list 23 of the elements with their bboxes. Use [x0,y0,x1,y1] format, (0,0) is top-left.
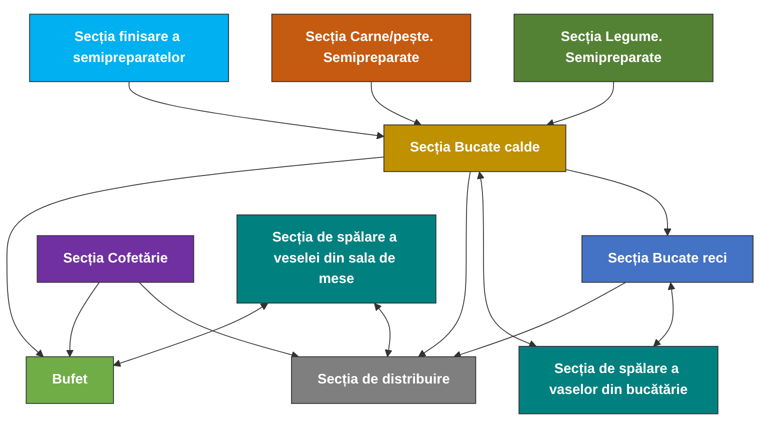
arrow [128,81,384,140]
arrow [565,169,672,236]
arrow [6,156,384,358]
node-box: Secția de spălare a veselei din sala de mese [236,214,436,304]
node-box: Secția Legume. Semipreparate [514,14,714,82]
arrow [66,282,100,358]
node-box: Bufet [26,356,114,404]
arrow [454,282,626,358]
node-box: Secția Cofetărie [36,235,194,283]
node-box: Secția Bucate reci [581,235,754,283]
node-box: Secția Carne/pește. Semipreparate [271,14,472,82]
node-box: Secția finisare a semipreparatelor [29,14,229,82]
arrow [370,81,422,126]
arrow [138,282,299,359]
arrow [653,282,676,347]
arrow [546,81,614,126]
arrow [418,171,471,358]
node-box: Secția de spălare a vaselor din bucătărie [518,346,718,414]
node-box: Secția de distribuire [291,356,476,404]
node-box: Secția Bucate calde [383,124,566,172]
arrow [476,172,537,348]
arrow [113,302,268,367]
arrow [374,303,392,358]
